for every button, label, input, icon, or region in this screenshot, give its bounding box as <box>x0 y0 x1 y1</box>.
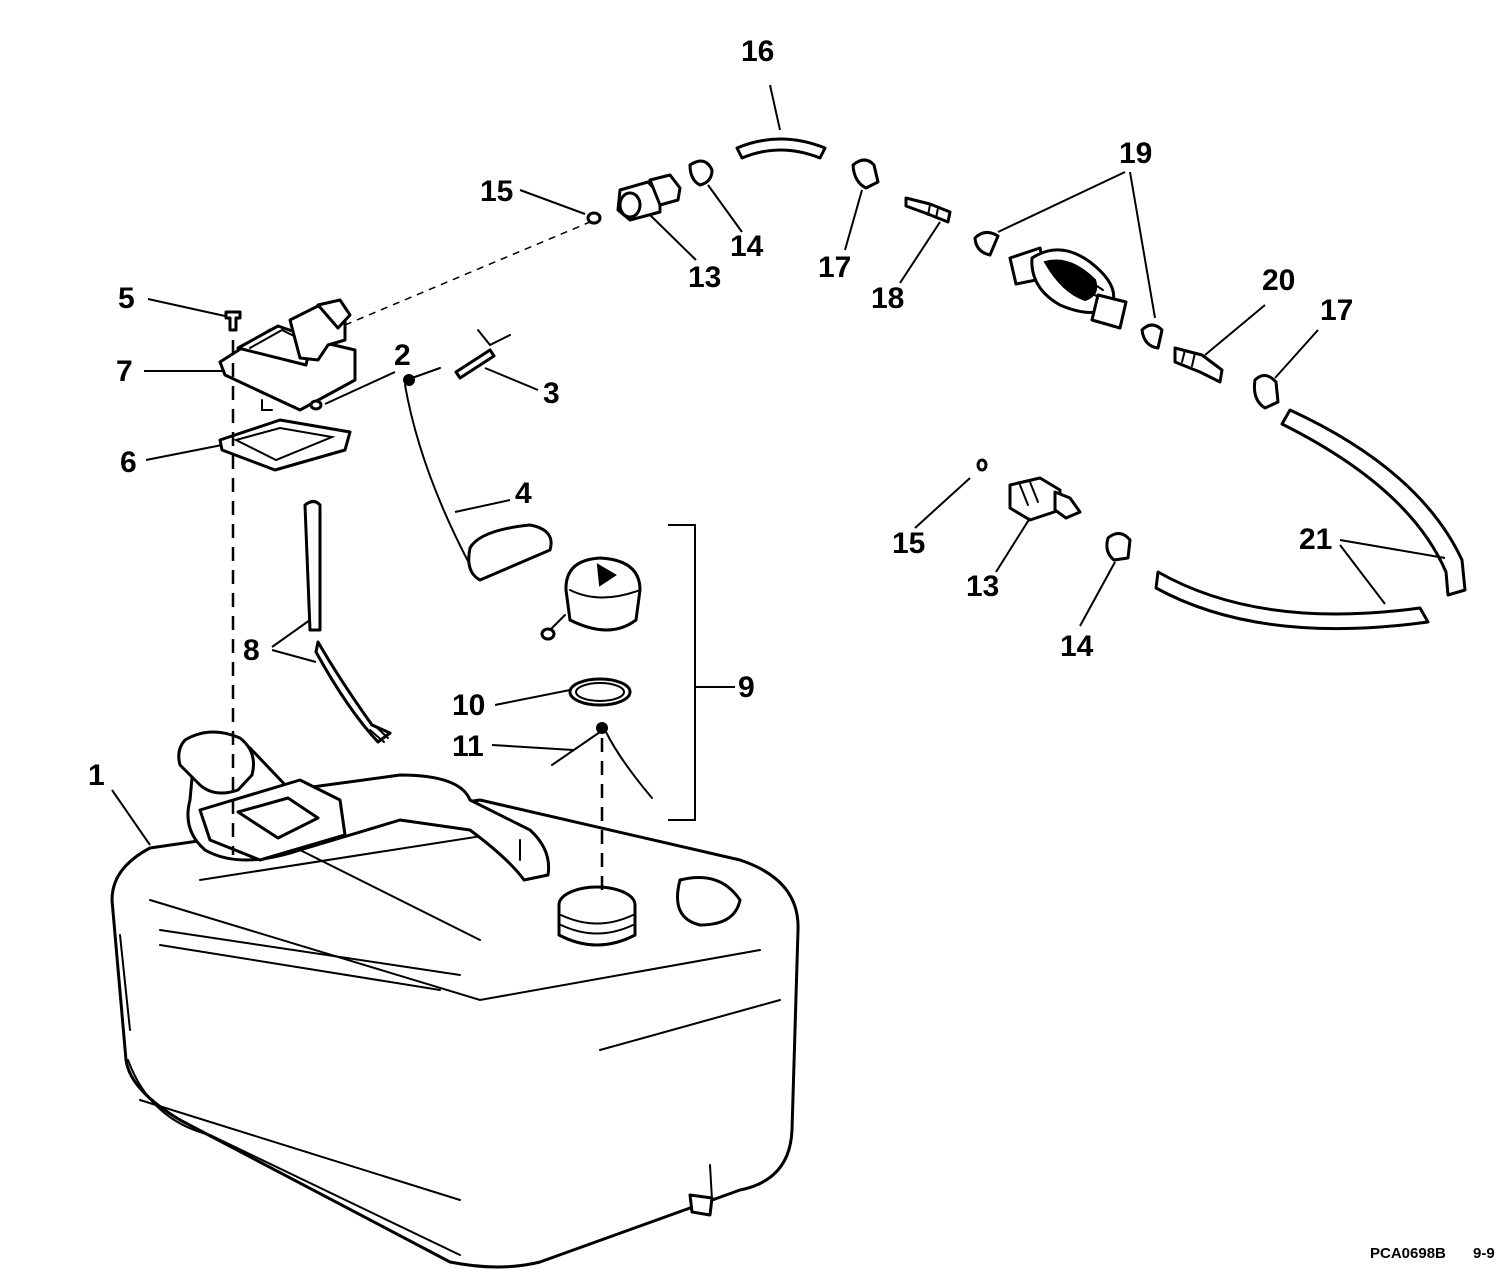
callout-3: 3 <box>543 377 560 410</box>
check-valve <box>904 196 952 224</box>
hose-clamp-upper-left <box>688 159 714 187</box>
callout-7: 7 <box>116 355 133 388</box>
tank-connector <box>616 173 682 222</box>
engine-connector <box>1008 476 1082 522</box>
o-ring-small <box>309 399 323 411</box>
callout-5: 5 <box>118 282 135 315</box>
callout-14-upper: 14 <box>730 230 764 263</box>
callout-labels: 1 2 3 4 5 6 7 8 9 10 11 13 13 14 14 15 1… <box>88 35 1353 792</box>
hose-clamp-upper-mid <box>851 158 880 190</box>
callout-13-lower: 13 <box>966 570 999 603</box>
primer-bulb <box>1008 246 1128 330</box>
callout-6: 6 <box>120 446 137 479</box>
callout-15-lower: 15 <box>892 527 925 560</box>
fuel-tank <box>110 730 800 1269</box>
screw <box>224 310 242 332</box>
o-ring-lower <box>976 458 988 472</box>
figure-code: PCA0698B <box>1370 1245 1446 1262</box>
short-hose <box>735 137 827 160</box>
fuel-cap <box>540 556 642 641</box>
float-retainer <box>454 329 511 380</box>
dashed-line-connector <box>344 221 591 326</box>
callout-10: 10 <box>452 689 485 722</box>
callout-21: 21 <box>1299 523 1332 556</box>
float-arm <box>403 367 553 582</box>
callout-4: 4 <box>515 477 532 510</box>
callout-1: 1 <box>88 759 105 792</box>
callout-8: 8 <box>243 634 260 667</box>
callout-17-right: 17 <box>1320 294 1353 327</box>
bracket-9 <box>668 524 696 821</box>
fuel-hose <box>1154 408 1467 631</box>
o-ring-upper <box>586 211 602 225</box>
gauge-housing <box>218 298 357 412</box>
clamp-ring-left <box>973 231 1000 257</box>
callout-2: 2 <box>394 339 411 372</box>
callout-15-upper: 15 <box>480 175 513 208</box>
callout-14-lower: 14 <box>1060 630 1094 663</box>
cap-gasket <box>568 677 632 707</box>
leader-lines <box>111 84 1446 846</box>
callout-11: 11 <box>452 730 484 763</box>
callout-17-upper: 17 <box>818 251 851 284</box>
clamp-ring-right <box>1140 323 1164 350</box>
callout-20: 20 <box>1262 264 1295 297</box>
gasket <box>218 418 352 472</box>
callout-16: 16 <box>741 35 774 68</box>
callout-13-upper: 13 <box>688 261 721 294</box>
hose-clamp-lower <box>1105 532 1132 562</box>
callout-18: 18 <box>871 282 904 315</box>
callout-19: 19 <box>1119 137 1152 170</box>
hose-clamp-right <box>1253 374 1280 410</box>
page-reference: 9-9 <box>1473 1245 1495 1262</box>
cap-tether <box>551 722 653 799</box>
pickup-tube <box>303 500 392 744</box>
callout-9: 9 <box>738 671 755 704</box>
fitting <box>1173 346 1224 384</box>
